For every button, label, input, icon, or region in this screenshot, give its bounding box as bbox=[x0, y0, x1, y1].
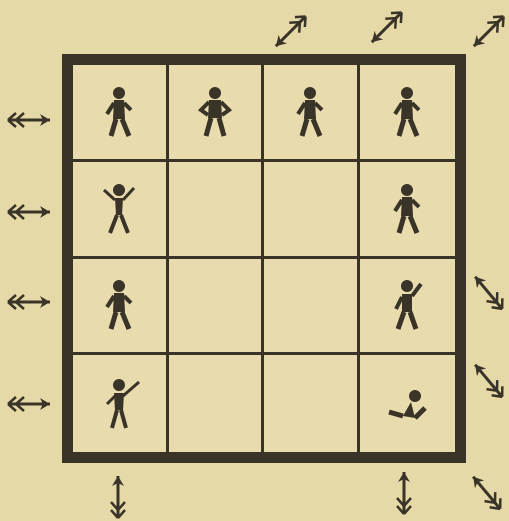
board-cell bbox=[264, 162, 360, 259]
figure-walking-icon bbox=[288, 84, 332, 140]
figure-standing-icon bbox=[97, 277, 141, 333]
board-cell bbox=[73, 162, 169, 259]
arrow-icon bbox=[470, 360, 508, 401]
board-cell bbox=[73, 259, 169, 356]
arrow-icon bbox=[271, 11, 311, 51]
figure-arms-up-icon bbox=[97, 181, 141, 237]
figure-standing-icon bbox=[385, 84, 429, 140]
board-cell bbox=[169, 259, 265, 356]
board-cell bbox=[360, 355, 456, 452]
arrow-icon bbox=[8, 113, 50, 127]
arrow-icon bbox=[397, 472, 411, 514]
board-cell bbox=[264, 355, 360, 452]
board-cell bbox=[360, 259, 456, 356]
arrow-icon bbox=[111, 476, 125, 518]
board-cell bbox=[169, 355, 265, 452]
arrow-icon bbox=[367, 7, 407, 47]
board-cell bbox=[360, 65, 456, 162]
board-cell bbox=[73, 65, 169, 162]
arrow-icon bbox=[470, 272, 508, 313]
board-cell bbox=[264, 259, 360, 356]
board-cell bbox=[264, 65, 360, 162]
figure-sword-icon bbox=[97, 376, 141, 432]
arrow-icon bbox=[8, 205, 50, 219]
board-cell bbox=[169, 162, 265, 259]
board-cell bbox=[360, 162, 456, 259]
figure-arms-up-icon bbox=[385, 277, 429, 333]
figure-walking-icon bbox=[97, 84, 141, 140]
board-cell bbox=[169, 65, 265, 162]
arrow-icon bbox=[8, 397, 50, 411]
arrow-icon bbox=[469, 11, 509, 51]
game-board bbox=[62, 54, 466, 463]
arrow-icon bbox=[468, 472, 506, 513]
arrow-icon bbox=[8, 295, 50, 309]
board-grid bbox=[73, 65, 455, 452]
figure-sitting-icon bbox=[385, 376, 429, 432]
board-cell bbox=[73, 355, 169, 452]
figure-standing-icon bbox=[193, 84, 237, 140]
figure-walking-icon bbox=[385, 181, 429, 237]
